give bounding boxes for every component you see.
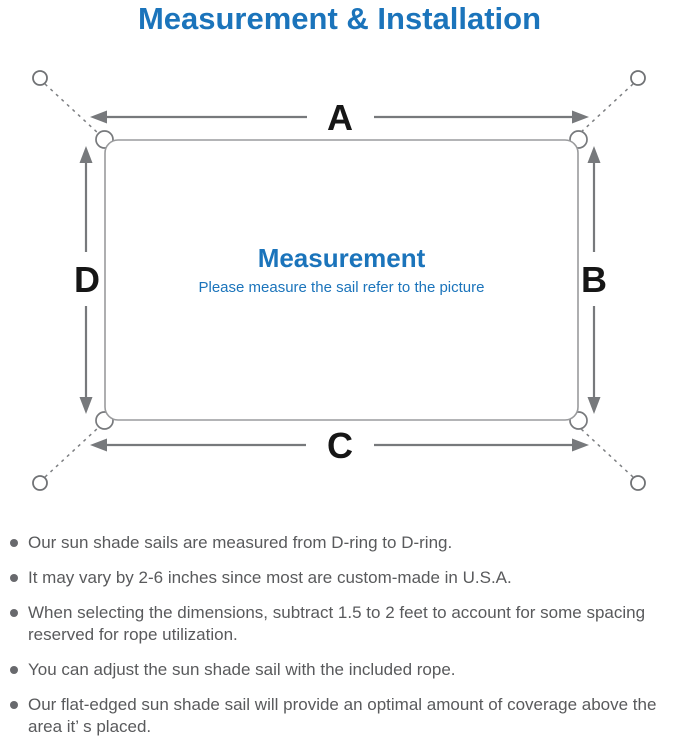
note-text: Our flat-edged sun shade sail will provi…	[28, 695, 657, 736]
sail-measurement-diagram: A B C D	[32, 70, 646, 491]
arrowhead-up-icon	[587, 146, 601, 163]
tension-rope-dashed-lines	[44, 83, 634, 478]
anchor-ring-icon	[32, 70, 48, 86]
bullet-dot-icon	[10, 666, 18, 674]
list-item: When selecting the dimensions, subtract …	[10, 602, 674, 646]
tension-rope-dashed-line	[578, 83, 634, 135]
anchor-ring-icon	[630, 70, 646, 86]
dimension-arrowheads	[79, 110, 601, 452]
note-text: You can adjust the sun shade sail with t…	[28, 660, 456, 679]
bullet-dot-icon	[10, 701, 18, 709]
shade-sail-outline	[104, 139, 579, 421]
arrowhead-right-icon	[572, 438, 589, 452]
bullet-dot-icon	[10, 574, 18, 582]
anchor-ring-icon	[630, 475, 646, 491]
list-item: You can adjust the sun shade sail with t…	[10, 659, 674, 681]
bullet-dot-icon	[10, 539, 18, 547]
dimension-label-c: C	[327, 425, 353, 466]
tension-rope-dashed-line	[578, 426, 634, 478]
anchor-ring-icon	[32, 475, 48, 491]
list-item: It may vary by 2-6 inches since most are…	[10, 567, 674, 589]
tension-rope-dashed-line	[44, 426, 100, 478]
dimension-arrow-lines	[84, 115, 596, 447]
tension-rope-dashed-line	[44, 83, 100, 135]
arrowhead-down-icon	[587, 397, 601, 414]
note-text: It may vary by 2-6 inches since most are…	[28, 568, 512, 587]
list-item: Our sun shade sails are measured from D-…	[10, 532, 674, 554]
arrowhead-down-icon	[79, 397, 93, 414]
note-text: Our sun shade sails are measured from D-…	[28, 533, 453, 552]
dimension-label-d: D	[74, 259, 100, 300]
measurement-notes-list: Our sun shade sails are measured from D-…	[10, 532, 674, 738]
bullet-dot-icon	[10, 609, 18, 617]
arrowhead-up-icon	[79, 146, 93, 163]
note-text: When selecting the dimensions, subtract …	[28, 603, 646, 644]
page-title: Measurement & Installation	[137, 1, 542, 36]
arrowhead-right-icon	[572, 110, 589, 124]
arrowhead-left-icon	[90, 438, 107, 452]
anchor-ring-icons	[32, 70, 646, 491]
dimension-label-a: A	[327, 97, 353, 138]
dimension-label-b: B	[581, 259, 607, 300]
arrowhead-left-icon	[90, 110, 107, 124]
list-item: Our flat-edged sun shade sail will provi…	[10, 694, 674, 738]
